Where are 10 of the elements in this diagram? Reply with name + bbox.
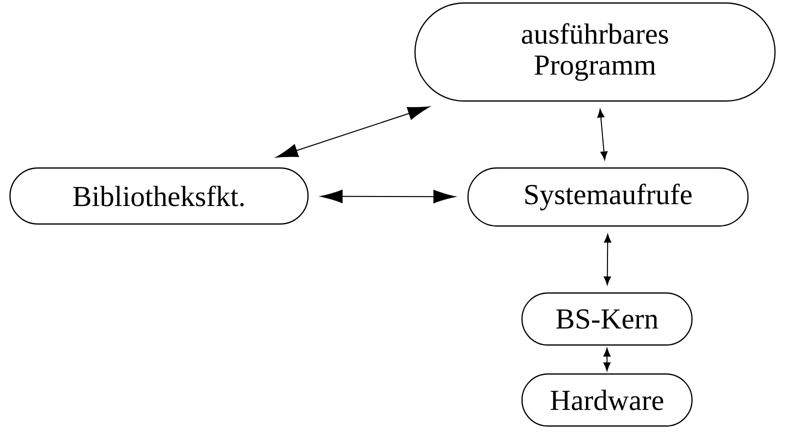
arrow: [320, 190, 456, 204]
rounded-box: ausführbares Programm: [414, 2, 776, 102]
arrow: [603, 348, 611, 371]
rounded-box: Hardware: [521, 373, 693, 427]
arrow: [604, 234, 612, 285]
arrow: [597, 109, 608, 160]
arrow: [276, 106, 430, 158]
rounded-box: BS-Kern: [521, 292, 693, 346]
rounded-box: Systemaufrufe: [467, 167, 749, 227]
rounded-box: Bibliotheksfkt.: [9, 167, 309, 225]
